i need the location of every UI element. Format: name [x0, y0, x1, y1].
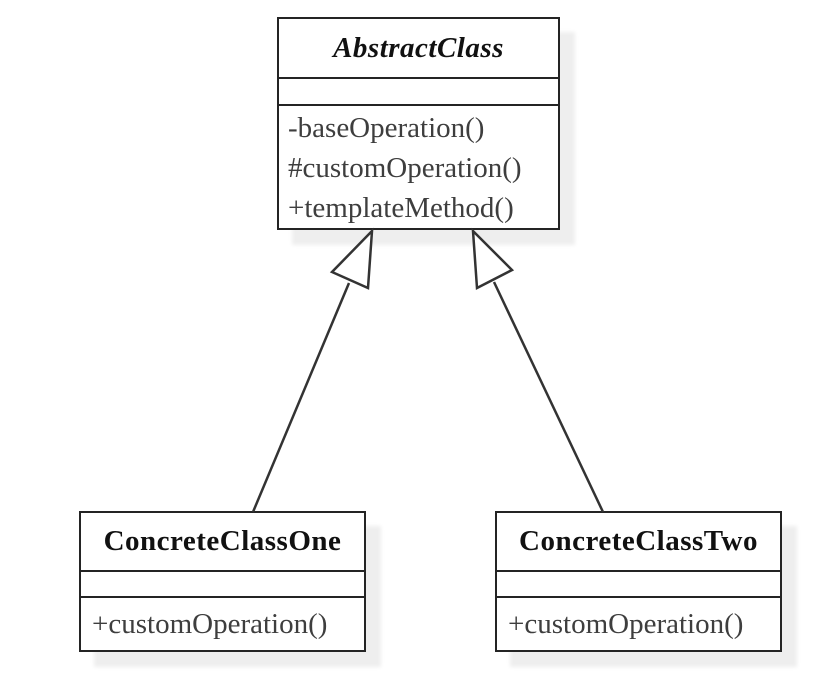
- class-name: AbstractClass: [279, 19, 558, 79]
- edge-line: [492, 281, 605, 513]
- generalization-edge-concrete-two: [471, 227, 605, 513]
- edge-line: [251, 282, 351, 513]
- hollow-triangle-arrowhead: [329, 227, 374, 290]
- class-box-concrete-class-two: ConcreteClassTwo +customOperation(): [495, 511, 782, 652]
- class-name: ConcreteClassOne: [81, 513, 364, 572]
- hollow-triangle-arrowhead: [471, 227, 515, 290]
- method: +customOperation(): [508, 607, 744, 640]
- attributes-compartment: [81, 572, 364, 598]
- method: +customOperation(): [92, 607, 328, 640]
- generalization-edge-concrete-one: [251, 227, 374, 513]
- class-box-abstract-class: AbstractClass -baseOperation() #customOp…: [277, 17, 560, 230]
- methods-compartment: +customOperation(): [81, 598, 364, 650]
- method: +templateMethod(): [288, 192, 514, 224]
- attributes-compartment: [497, 572, 780, 598]
- method: #customOperation(): [288, 152, 522, 184]
- method: -baseOperation(): [288, 112, 485, 144]
- methods-compartment: -baseOperation() #customOperation() +tem…: [279, 106, 558, 228]
- attributes-compartment: [279, 79, 558, 106]
- class-box-concrete-class-one: ConcreteClassOne +customOperation(): [79, 511, 366, 652]
- methods-compartment: +customOperation(): [497, 598, 780, 650]
- class-name: ConcreteClassTwo: [497, 513, 780, 572]
